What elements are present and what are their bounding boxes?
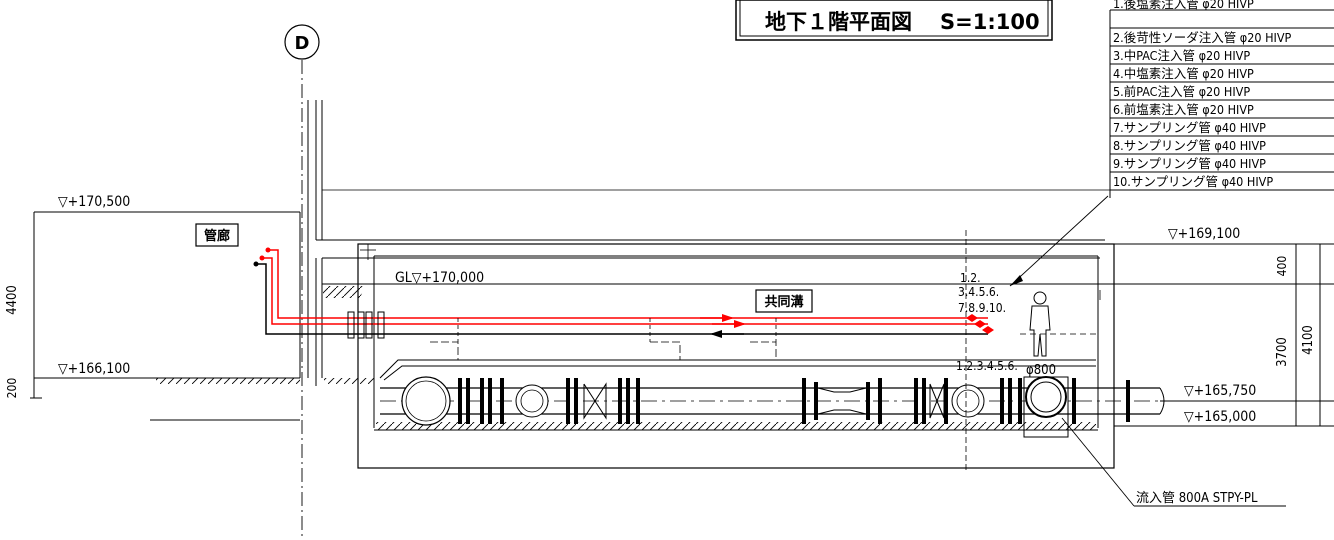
pipe-numbers-lower: 1.2.3.4.5.6. bbox=[956, 359, 1018, 373]
pipe-numbers-line1: 1.2. bbox=[960, 271, 981, 285]
dim-left-base: 200 bbox=[5, 378, 19, 399]
dim-left-height: 4400 bbox=[5, 285, 20, 315]
pipe-diameter: φ800 bbox=[1026, 363, 1056, 378]
left-dimensions: 4400 200 bbox=[5, 212, 42, 399]
dim-right-top: 400 bbox=[1275, 256, 1289, 277]
grid-axis-label: D bbox=[295, 33, 310, 54]
legend-item: 1.後塩素注入管 φ20 HIVP bbox=[1113, 0, 1254, 11]
pipe-numbers-line2: 3.4.5.6. bbox=[958, 285, 999, 299]
legend-item: 10.サンプリング管 φ40 HIVP bbox=[1113, 174, 1273, 189]
level-top-left: ▽+170,500 bbox=[58, 194, 130, 210]
chemical-pipes bbox=[253, 247, 994, 360]
legend-item: 6.前塩素注入管 φ20 HIVP bbox=[1113, 102, 1254, 117]
human-figure-icon bbox=[1029, 291, 1051, 357]
dim-right-mid: 3700 bbox=[1275, 337, 1290, 367]
legend-item: 3.中PAC注入管 φ20 HIVP bbox=[1113, 48, 1250, 63]
drawing-title: 地下１階平面図 bbox=[765, 10, 912, 34]
legend-item: 9.サンプリング管 φ40 HIVP bbox=[1113, 156, 1266, 171]
gl-level: GL▽+170,000 bbox=[395, 270, 484, 286]
pipe-numbers-line3: 7.8.9.10. bbox=[958, 301, 1006, 315]
level-trench-floor: ▽+165,000 bbox=[1184, 409, 1256, 425]
main-pipe bbox=[380, 230, 1180, 470]
utility-trench bbox=[357, 243, 1115, 469]
grid-axis-d: D bbox=[284, 24, 320, 540]
trench-label: 共同溝 bbox=[764, 294, 803, 310]
pipe-legend: 1.後塩素注入管 φ20 HIVP 2.後苛性ソーダ注入管 φ20 HIVP 3… bbox=[1009, 0, 1334, 287]
inlet-pipe-label: 流入管 800A STPY-PL bbox=[1136, 491, 1258, 506]
level-trench-top: ▽+169,100 bbox=[1168, 226, 1240, 242]
drawing-scale: S=1:100 bbox=[940, 10, 1040, 34]
trench-label-box: 共同溝 bbox=[755, 289, 813, 313]
corridor-label: 管廊 bbox=[204, 228, 230, 244]
inlet-pipe-callout: 流入管 800A STPY-PL bbox=[1061, 417, 1286, 507]
ground-line: GL▽+170,000 bbox=[322, 189, 1120, 298]
legend-item: 4.中塩素注入管 φ20 HIVP bbox=[1113, 66, 1254, 81]
legend-item: 5.前PAC注入管 φ20 HIVP bbox=[1113, 84, 1250, 99]
corridor-label-box: 管廊 bbox=[195, 223, 239, 247]
level-pipe-center: ▽+165,750 bbox=[1184, 383, 1256, 399]
right-dimensions: 400 3700 4100 bbox=[1275, 244, 1321, 426]
legend-item: 7.サンプリング管 φ40 HIVP bbox=[1113, 120, 1266, 135]
dim-right-total: 4100 bbox=[1301, 325, 1316, 355]
legend-item: 2.後苛性ソーダ注入管 φ20 HIVP bbox=[1113, 30, 1292, 45]
title-block: 地下１階平面図 S=1:100 bbox=[735, 0, 1053, 41]
legend-item: 8.サンプリング管 φ40 HIVP bbox=[1113, 138, 1266, 153]
level-bottom-left: ▽+166,100 bbox=[58, 361, 130, 377]
floor-hatch-left bbox=[156, 378, 374, 384]
